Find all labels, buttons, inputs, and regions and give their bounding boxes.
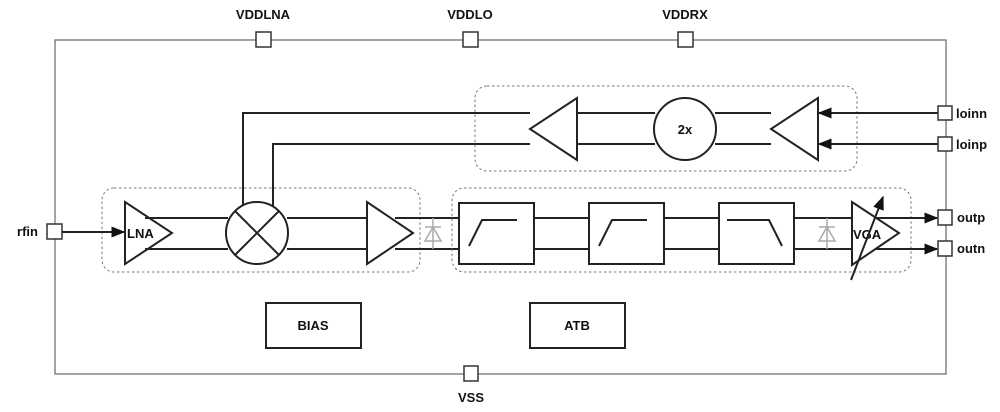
pin-loinn[interactable] bbox=[937, 105, 953, 121]
pin-vddrx[interactable] bbox=[677, 31, 694, 48]
pin-label-vddlo: VDDLO bbox=[447, 7, 493, 22]
pin-label-loinp: loinp bbox=[956, 137, 987, 152]
doubler-label: 2x bbox=[678, 122, 693, 137]
pin-label-outn: outn bbox=[957, 241, 985, 256]
pin-vddlna[interactable] bbox=[255, 31, 272, 48]
highpass-icon bbox=[468, 219, 517, 247]
frequency-doubler bbox=[653, 97, 717, 161]
pin-label-vddrx: VDDRX bbox=[662, 7, 708, 22]
pin-outn[interactable] bbox=[937, 240, 953, 257]
pin-outp[interactable] bbox=[937, 209, 953, 226]
pin-label-rfin: rfin bbox=[17, 224, 38, 239]
filter-hpf-2 bbox=[588, 202, 665, 265]
pin-vddlo[interactable] bbox=[462, 31, 479, 48]
lowpass-icon bbox=[727, 219, 783, 247]
pin-label-vss: VSS bbox=[458, 390, 484, 405]
pin-label-vddlna: VDDLNA bbox=[236, 7, 291, 22]
filter-hpf-1 bbox=[458, 202, 535, 265]
baseband-group bbox=[451, 187, 912, 273]
bias-block bbox=[265, 302, 362, 349]
vga-label: VGA bbox=[853, 227, 882, 242]
lo-buffer-output bbox=[528, 96, 578, 162]
lo-buffer-input bbox=[769, 96, 819, 162]
pin-label-loinn: loinn bbox=[956, 106, 987, 121]
pin-label-outp: outp bbox=[957, 210, 985, 225]
mixer-buffer-amplifier bbox=[366, 200, 415, 266]
lo-chain-group bbox=[474, 85, 858, 172]
atb-label: ATB bbox=[564, 318, 590, 333]
highpass-icon bbox=[598, 219, 647, 247]
pin-loinp[interactable] bbox=[937, 136, 953, 152]
chip-boundary bbox=[54, 39, 947, 375]
front-end-group bbox=[101, 187, 421, 273]
pin-rfin[interactable] bbox=[46, 223, 63, 240]
diode-icon bbox=[817, 218, 837, 249]
variable-gain-arrow-icon bbox=[850, 195, 884, 281]
lna-label: LNA bbox=[127, 226, 154, 241]
diode-icon bbox=[423, 218, 443, 249]
atb-block bbox=[529, 302, 626, 349]
filter-lpf bbox=[718, 202, 795, 265]
pin-vss[interactable] bbox=[463, 365, 479, 382]
bias-label: BIAS bbox=[297, 318, 328, 333]
lo-wire-n bbox=[242, 112, 530, 236]
